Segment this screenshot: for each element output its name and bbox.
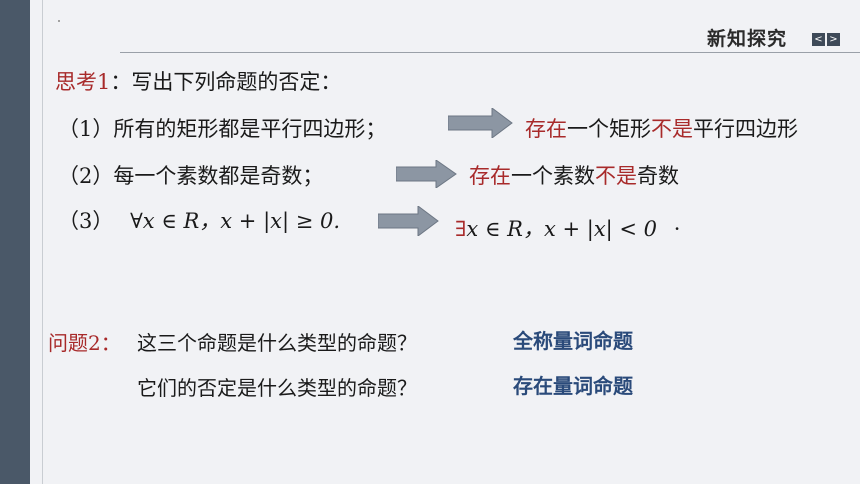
answer-2-part-exists: 存在 xyxy=(469,164,511,188)
answer-2-part-subject: 一个素数 xyxy=(511,164,595,188)
think-heading: 思考1：写出下列命题的否定： xyxy=(55,66,341,96)
decorative-dot xyxy=(58,20,60,22)
item-3-number: （3） xyxy=(58,209,114,233)
slide-nav: < > xyxy=(812,33,840,46)
item-2-answer: 存在一个素数不是奇数 xyxy=(469,160,679,190)
answer-1-part-predicate: 平行四边形 xyxy=(693,117,798,141)
item-3: （3） ∀x ∈ R，x + |x| ≥ 0. xyxy=(58,205,340,235)
arrow-right-icon xyxy=(448,108,513,138)
question-1-answer: 全称量词命题 xyxy=(513,329,633,353)
answer-1-part-subject: 一个矩形 xyxy=(567,117,651,141)
nav-next-button[interactable]: > xyxy=(827,33,840,46)
answer-1-part-exists: 存在 xyxy=(525,117,567,141)
left-side-bar xyxy=(0,0,30,484)
item-3-answer: ∃x ∈ R，x + |x| < 0 · xyxy=(455,213,680,243)
question-1-text: 这三个命题是什么类型的命题？ xyxy=(137,331,417,355)
nav-prev-button[interactable]: < xyxy=(812,33,825,46)
item-1-answer: 存在一个矩形不是平行四边形 xyxy=(525,113,798,143)
item-3-math-statement: ∀x ∈ R，x + |x| ≥ 0. xyxy=(130,209,341,233)
answer-2-part-predicate: 奇数 xyxy=(637,164,679,188)
item-2: （2）每一个素数都是奇数； xyxy=(58,160,323,190)
question-2-answer: 存在量词命题 xyxy=(513,374,633,398)
arrow-right-icon xyxy=(396,160,457,188)
item-2-text: 每一个素数都是奇数； xyxy=(113,164,324,188)
trailing-dot: · xyxy=(673,217,681,241)
item-3-math-negation: x ∈ R，x + |x| < 0 xyxy=(466,217,658,241)
question-label: 问题2： xyxy=(48,331,121,355)
item-1-number: （1） xyxy=(58,117,114,141)
answer-1-part-not: 不是 xyxy=(651,117,693,141)
item-1-text: 所有的矩形都是平行四边形； xyxy=(113,117,387,141)
section-title: 新知探究 xyxy=(707,28,788,50)
left-divider-line xyxy=(42,0,43,484)
item-1: （1）所有的矩形都是平行四边形； xyxy=(58,113,386,143)
think-prompt: ：写出下列命题的否定： xyxy=(110,70,342,94)
header-divider-line xyxy=(120,52,860,53)
arrow-right-icon xyxy=(378,206,439,236)
answer-2-part-not: 不是 xyxy=(595,164,637,188)
think-label: 思考1 xyxy=(55,70,111,94)
item-2-number: （2） xyxy=(58,164,114,188)
question-2-text: 它们的否定是什么类型的命题？ xyxy=(137,376,417,400)
exists-symbol: ∃ xyxy=(455,217,467,241)
